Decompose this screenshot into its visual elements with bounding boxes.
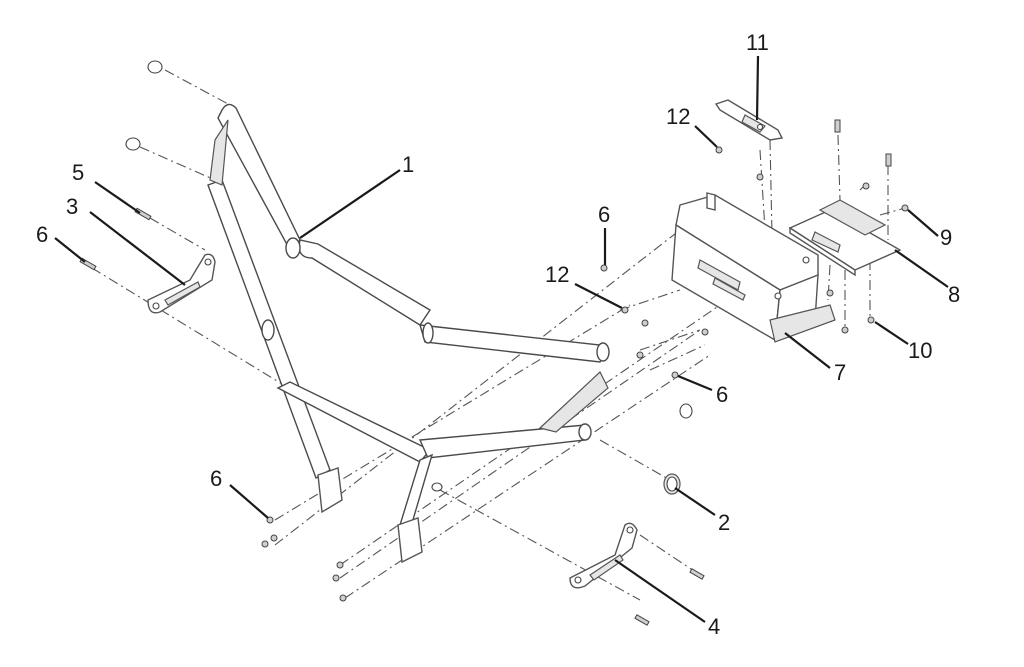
callout-10: 10 — [908, 338, 932, 363]
leader-4 — [614, 559, 706, 623]
leader-7 — [784, 332, 831, 369]
leader-12b — [574, 283, 623, 309]
callout-9: 9 — [940, 225, 952, 250]
assembly-center-lines — [91, 69, 906, 601]
callout-4: 4 — [708, 614, 720, 639]
leader-1 — [299, 169, 401, 239]
callout-12-middle: 12 — [545, 262, 569, 287]
callout-labels: 1 2 3 4 5 6 6 6 6 7 8 9 10 11 12 12 — [36, 30, 960, 639]
leader-6a — [54, 237, 86, 263]
fairlead-mount-plate — [788, 199, 902, 277]
callout-leaders — [54, 55, 949, 623]
leader-6c — [677, 374, 713, 392]
winch-mount-plate — [671, 192, 836, 343]
leader-10 — [874, 321, 909, 345]
callout-6-bottom: 6 — [210, 466, 222, 491]
leader-2 — [674, 487, 716, 516]
callout-12-top: 12 — [666, 104, 690, 129]
leader-11 — [755, 55, 760, 121]
right-bracket — [569, 522, 638, 589]
bumper-frame — [207, 103, 610, 564]
callout-11: 11 — [746, 30, 769, 55]
leader-12a — [694, 125, 718, 148]
callout-1: 1 — [402, 152, 414, 177]
callout-5: 5 — [72, 160, 84, 185]
left-bracket — [147, 253, 216, 314]
callout-6-top: 6 — [598, 202, 610, 227]
leader-8 — [894, 249, 949, 288]
callout-6-right: 6 — [716, 382, 728, 407]
callout-2: 2 — [718, 510, 730, 535]
leader-5 — [94, 181, 141, 214]
leader-9 — [907, 209, 939, 237]
callout-7: 7 — [834, 360, 846, 385]
callout-3: 3 — [66, 194, 78, 219]
leader-3 — [89, 211, 186, 286]
top-bracket — [714, 99, 784, 141]
callout-8: 8 — [948, 282, 960, 307]
callout-6-left: 6 — [36, 222, 48, 247]
leader-6d — [229, 484, 269, 519]
